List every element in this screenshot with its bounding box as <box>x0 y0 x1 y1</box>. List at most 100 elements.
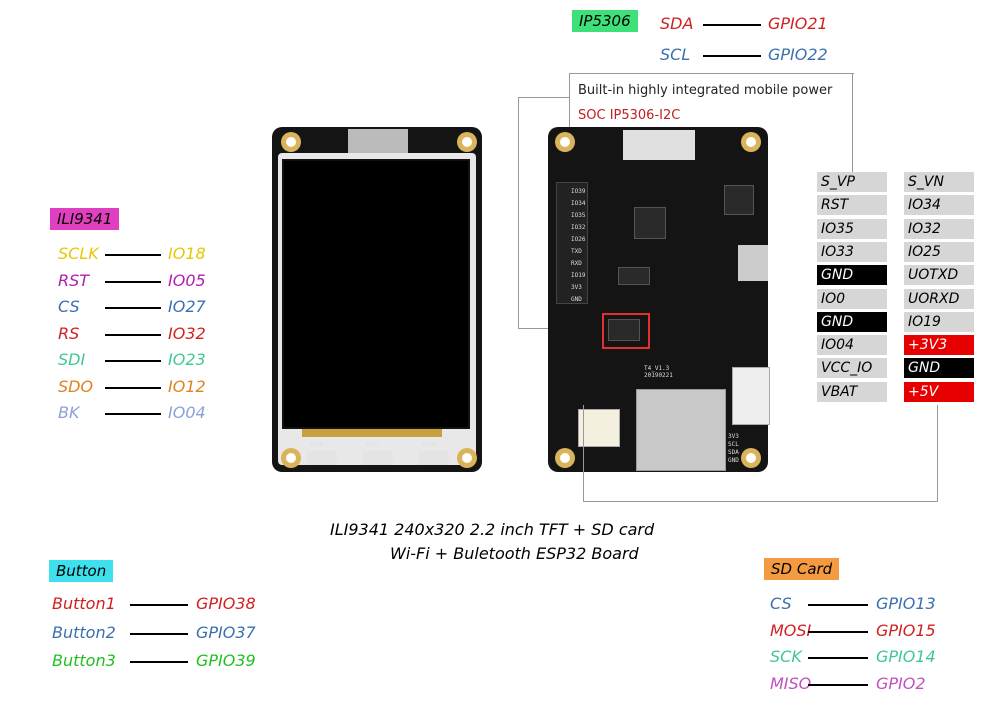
caption-line2: Wi-Fi + Buletooth ESP32 Board <box>390 544 639 563</box>
header-pin-left: VBAT <box>817 381 887 402</box>
ili9341-pin-connector <box>105 280 161 283</box>
button-pin-name: Button2 <box>52 622 116 642</box>
header-pin-left: S_VP <box>817 172 887 192</box>
battery-connector <box>578 409 620 447</box>
i2c-connector <box>732 367 770 425</box>
usb-serial-chip <box>724 185 754 215</box>
front-button-label: IO37 <box>365 441 380 448</box>
back-pin-silk: IO26 <box>571 236 586 243</box>
pin-header <box>556 182 588 304</box>
back-mount-hole-br <box>741 448 761 468</box>
front-mount-hole-tl <box>281 132 301 152</box>
esp32-chip <box>634 207 666 239</box>
header-pin-left: IO0 <box>817 288 887 309</box>
front-button-label: IO38 <box>309 441 324 448</box>
usb-port[interactable] <box>738 245 768 281</box>
ip5306-note-line2: SOC IP5306-I2C <box>578 108 681 123</box>
header-pin-right: IO32 <box>904 218 974 239</box>
button-tag: Button <box>49 560 114 582</box>
i2c-silk-label: 3V3 <box>728 433 739 440</box>
sdcard-pin-name: CS <box>770 594 792 613</box>
sdcard-pin-connector <box>808 630 868 633</box>
button-pin-gpio: GPIO37 <box>196 622 256 642</box>
ili9341-pin-gpio: IO23 <box>168 350 206 369</box>
ili9341-pin-gpio: IO04 <box>168 403 206 422</box>
front-button[interactable] <box>307 451 337 465</box>
back-pin-silk: RXD <box>571 260 582 267</box>
sdcard-tag: SD Card <box>764 558 840 580</box>
sdcard-pin-gpio: GPIO15 <box>876 620 936 640</box>
header-pin-left: RST <box>817 195 887 216</box>
sdcard-pin-name: MISO <box>770 673 812 693</box>
caption-line1: ILI9341 240x320 2.2 inch TFT + SD card <box>330 520 655 539</box>
sd-leader-bottom <box>583 501 938 502</box>
display-flex-cable <box>302 429 442 437</box>
sdcard-pin-connector <box>808 683 868 686</box>
front-mount-hole-br <box>457 448 477 468</box>
sdcard-pin-connector <box>808 604 868 606</box>
header-pin-right: IO34 <box>904 195 974 216</box>
header-pin-right: UOTXD <box>904 265 974 286</box>
flash-chip <box>618 267 650 285</box>
ili9341-pin-gpio: IO18 <box>168 244 206 263</box>
ili9341-pin-gpio: IO27 <box>168 297 206 316</box>
ili9341-pin-name: RS <box>58 323 80 343</box>
back-pin-silk: 3V3 <box>571 284 582 291</box>
back-pin-silk: IO19 <box>571 272 586 279</box>
back-mount-hole-tl <box>555 132 575 152</box>
header-pin-right: UORXD <box>904 288 974 309</box>
header-pin-left: IO33 <box>817 241 887 262</box>
sdcard-pin-gpio: GPIO13 <box>876 594 936 613</box>
button-pin-connector <box>130 604 188 606</box>
header-pin-right: IO19 <box>904 311 974 332</box>
ili9341-pin-connector <box>105 307 161 309</box>
ip5306-leader-vertical <box>518 97 519 329</box>
display-screen <box>284 161 468 427</box>
ili9341-pin-connector <box>105 386 161 389</box>
front-mount-hole-bl <box>281 448 301 468</box>
back-pin-silk: IO32 <box>571 224 586 231</box>
front-button-label: IO39 <box>421 441 436 448</box>
ili9341-pin-connector <box>105 254 161 256</box>
front-button[interactable] <box>419 451 449 465</box>
back-pin-silk: IO34 <box>571 200 586 207</box>
sdcard-pin-connector <box>808 657 868 659</box>
ip5306-leader-line <box>518 97 570 98</box>
header-pin-right: GND <box>904 358 974 379</box>
front-mount-hole-tr <box>457 132 477 152</box>
header-pin-right: +5V <box>904 381 974 402</box>
pin-table-leader <box>937 405 938 502</box>
button-pin-gpio: GPIO38 <box>196 594 256 613</box>
i2c-silk-label: SDA <box>728 449 739 456</box>
back-mount-hole-bl <box>555 448 575 468</box>
back-pin-silk: IO39 <box>571 188 586 195</box>
ip5306-pin-connector <box>703 55 761 57</box>
back-pin-silk: GND <box>571 296 582 303</box>
i2c-silk-label: GND <box>728 457 739 464</box>
ip5306-note-box: Built-in highly integrated mobile power … <box>569 73 854 128</box>
sd-leader-vertical <box>583 405 584 502</box>
ip5306-highlight <box>602 313 650 349</box>
front-button[interactable] <box>363 451 393 465</box>
ip5306-pin-gpio: GPIO22 <box>768 45 828 64</box>
ili9341-pin-gpio: IO12 <box>168 376 206 396</box>
ili9341-pin-gpio: IO32 <box>168 323 206 343</box>
header-pin-left: VCC_IO <box>817 358 887 379</box>
button-pin-connector <box>130 661 188 663</box>
ip5306-pin-gpio: GPIO21 <box>768 14 828 33</box>
button-pin-gpio: GPIO39 <box>196 651 256 670</box>
ip5306-tag: IP5306 <box>572 10 638 32</box>
ili9341-pin-name: SCLK <box>58 244 99 263</box>
back-pin-silk: IO35 <box>571 212 586 219</box>
button-pin-name: Button3 <box>52 651 116 670</box>
sdcard-pin-name: SCK <box>770 647 802 666</box>
sdcard-pin-gpio: GPIO14 <box>876 647 936 666</box>
ili9341-tag: ILI9341 <box>50 208 120 230</box>
sd-card-slot <box>636 389 726 471</box>
header-pin-left: GND <box>817 265 887 286</box>
ili9341-pin-connector <box>105 413 161 415</box>
header-pin-left: IO04 <box>817 335 887 356</box>
ip5306-pin-connector <box>703 24 761 26</box>
header-pin-right: +3V3 <box>904 335 974 356</box>
front-board <box>272 127 482 472</box>
